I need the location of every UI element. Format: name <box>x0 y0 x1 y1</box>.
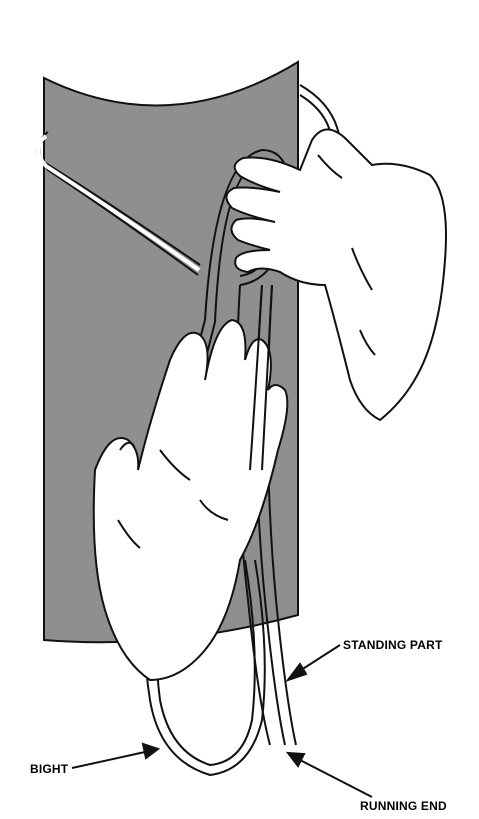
arrow-running-end <box>288 753 372 797</box>
label-bight: BIGHT <box>30 762 68 776</box>
label-running-end: RUNNING END <box>360 799 447 813</box>
arrow-bight <box>72 744 158 768</box>
label-standing-part: STANDING PART <box>343 638 443 652</box>
arrow-standing-part <box>288 645 340 680</box>
